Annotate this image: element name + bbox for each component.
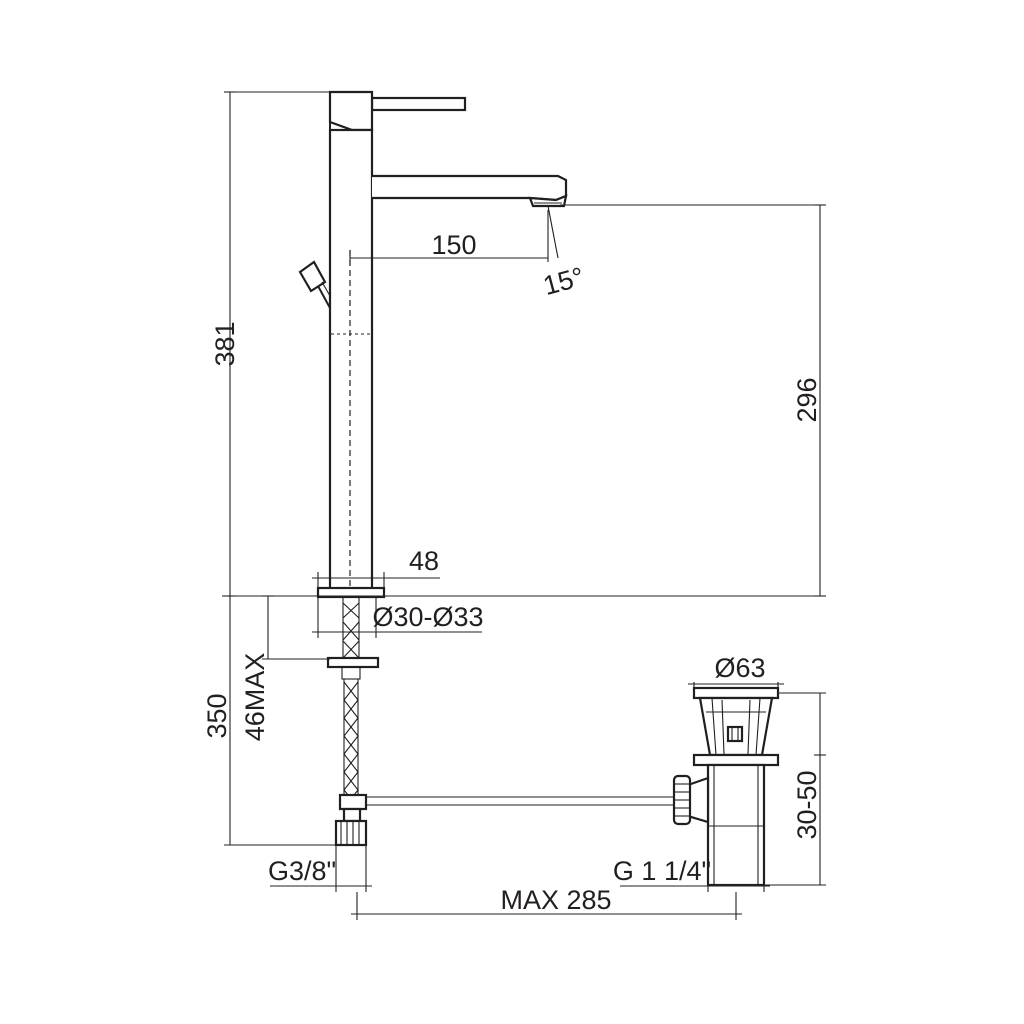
pop-up-rod-knob: [298, 260, 331, 309]
mounting-assembly: [326, 596, 380, 847]
dim-spout-angle: 15°: [540, 262, 587, 302]
dim-max-rod: MAX 285: [500, 885, 611, 915]
dim-drain-diameter: Ø63: [714, 653, 765, 683]
dim-max-deck: 46MAX: [240, 653, 270, 742]
fixing-nut: [326, 656, 380, 669]
dimension-labels: 381 150 15° 296 48 Ø30-Ø33 46MAX 350 Ø63…: [202, 230, 822, 915]
drain-cap: [692, 686, 780, 700]
drain-flange: [692, 753, 780, 767]
dim-hose-length: 350: [202, 693, 232, 738]
dim-spout-reach: 150: [431, 230, 476, 260]
cartridge-cap: [328, 90, 374, 132]
dim-drain-range: 30-50: [792, 770, 822, 839]
dimension-lines: [224, 91, 826, 920]
flexible-hose: [343, 679, 359, 801]
drain-tailpipe: [706, 763, 766, 887]
spout-arm: [372, 174, 568, 202]
faucet-body: [222, 90, 826, 599]
dim-hole-diameter: Ø30-Ø33: [372, 602, 483, 632]
column: [328, 128, 374, 597]
pop-up-rod: [366, 796, 676, 806]
drain-assembly: [672, 686, 780, 887]
dim-inlet-thread: G3/8": [268, 856, 336, 886]
dim-spout-height: 296: [792, 377, 822, 422]
dim-drain-thread: G 1 1/4": [613, 856, 711, 886]
dim-base-diameter: 48: [409, 546, 439, 576]
dim-total-height: 381: [210, 321, 240, 366]
lever-handle: [370, 96, 467, 112]
